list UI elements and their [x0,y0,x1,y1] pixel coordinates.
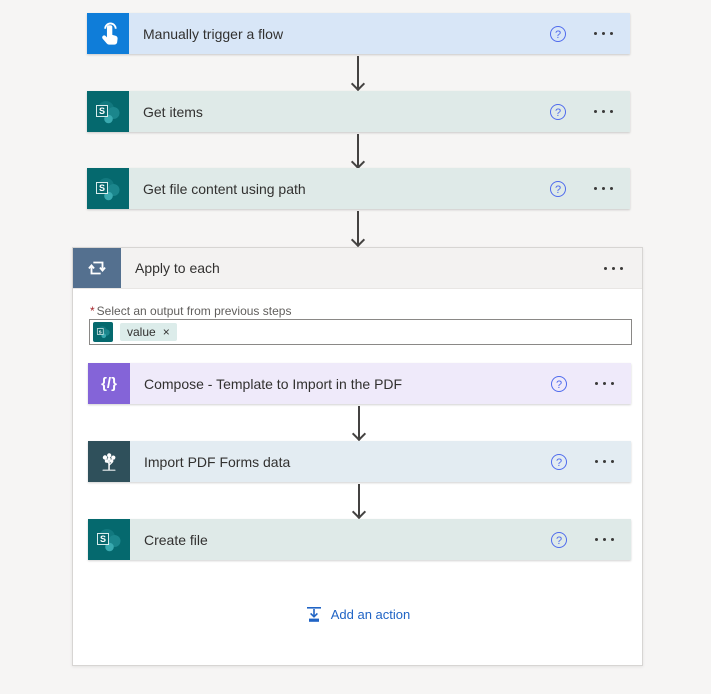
sharepoint-icon: s [93,322,113,342]
sharepoint-icon: S [87,168,129,209]
manual-trigger-touch-icon [87,13,129,54]
svg-text:S: S [99,106,105,116]
ellipsis-menu-button[interactable] [593,534,616,545]
add-action-label: Add an action [330,607,411,622]
svg-text:s: s [98,329,101,335]
scope-title: Apply to each [135,260,220,276]
help-icon[interactable]: ? [550,25,566,42]
sharepoint-icon: S [87,91,129,132]
apply-to-each-header[interactable]: Apply to each [73,248,642,289]
action-card-manually-trigger-a-flow[interactable]: Manually trigger a flow ? [87,13,630,54]
card-title: Manually trigger a flow [143,25,284,42]
ellipsis-menu-button[interactable] [592,28,615,39]
connector-arrow [351,484,367,520]
token-label: value [127,325,156,339]
card-title: Import PDF Forms data [144,453,291,470]
ellipsis-menu-button[interactable] [593,456,616,467]
card-title: Create file [144,531,208,548]
output-selector-input[interactable]: s value × [89,319,632,345]
ellipsis-menu-button[interactable] [593,378,616,389]
action-card-get-file-content-using-path[interactable]: S Get file content using path ? [87,168,630,209]
help-icon[interactable]: ? [551,375,567,392]
add-an-action-button[interactable]: Add an action [73,606,642,623]
ellipsis-menu-button[interactable] [592,183,615,194]
value-token-chip[interactable]: value × [120,323,177,341]
remove-token-icon[interactable]: × [162,325,170,339]
connector-arrow [350,134,366,170]
help-icon[interactable]: ? [551,531,567,548]
card-title: Get items [143,103,203,120]
help-icon[interactable]: ? [550,103,566,120]
connector-arrow [350,211,366,248]
connector-arrow [350,56,366,92]
svg-text:S: S [100,534,106,544]
ellipsis-menu-button[interactable] [602,263,625,274]
help-icon[interactable]: ? [550,180,566,197]
card-title: Get file content using path [143,180,306,197]
loop-icon [73,248,121,288]
input-label: *Select an output from previous steps [90,304,292,318]
action-card-create-file[interactable]: S Create file ? [88,519,631,560]
svg-text:S: S [99,183,105,193]
compose-braces-icon: {/} [88,363,130,404]
apply-to-each-scope: Apply to each *Select an output from pre… [72,247,643,666]
connector-arrow [351,406,367,442]
action-card-import-pdf-forms-data[interactable]: Import PDF Forms data ? [88,441,631,482]
add-action-insert-icon [306,606,321,622]
action-card-compose-template[interactable]: {/} Compose - Template to Import in the … [88,363,631,404]
required-marker: * [90,304,95,318]
sharepoint-icon: S [88,519,130,560]
card-title: Compose - Template to Import in the PDF [144,375,403,392]
action-card-get-items[interactable]: S Get items ? [87,91,630,132]
help-icon[interactable]: ? [551,453,567,470]
tree-connector-icon [88,441,130,482]
ellipsis-menu-button[interactable] [592,106,615,117]
